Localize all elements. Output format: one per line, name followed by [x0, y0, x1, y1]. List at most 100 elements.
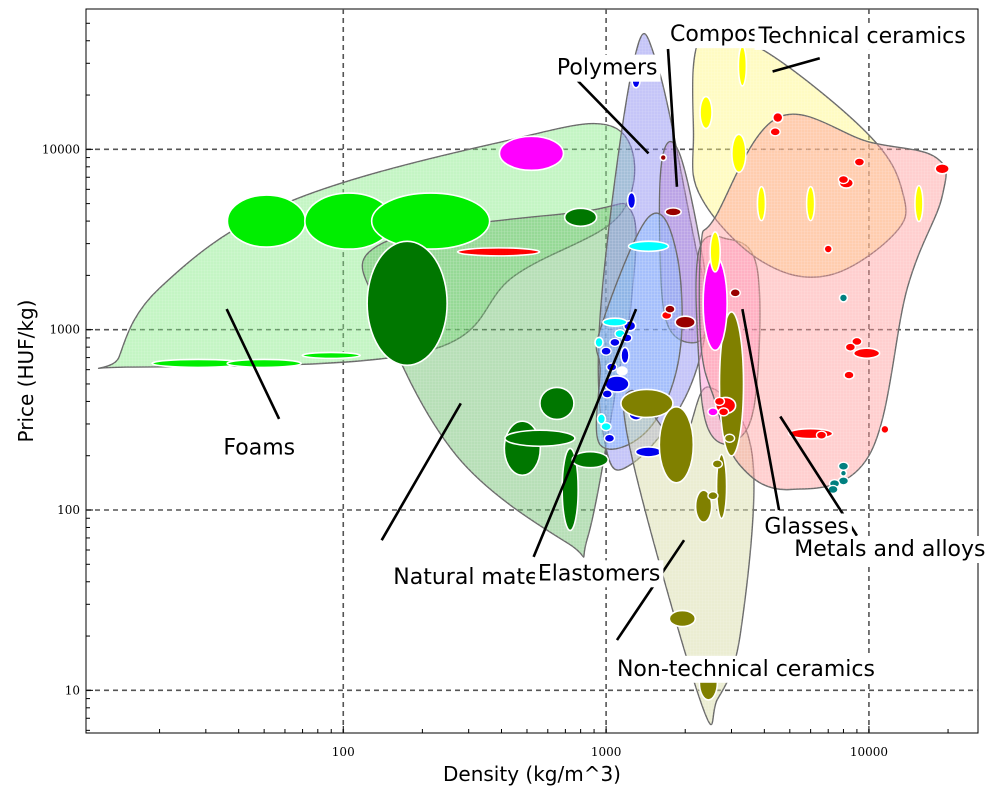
data-point-21: [634, 446, 663, 458]
data-point-35: [668, 609, 697, 628]
data-point-52: [880, 424, 890, 435]
family-label-bg-elastomers: [534, 560, 664, 588]
data-point-14: [571, 450, 610, 469]
data-point-0: [226, 194, 307, 248]
data-point-30: [620, 388, 674, 419]
leader-line-glasses: [741, 308, 781, 511]
data-point-26: [627, 240, 670, 253]
leader-line-composites: [666, 48, 679, 187]
data-point-3: [498, 135, 565, 172]
data-point-33: [715, 453, 728, 520]
x-tick-label-0: 100: [332, 745, 355, 759]
data-point-2: [370, 192, 491, 250]
data-point-23: [664, 207, 682, 217]
data-point-24: [674, 315, 697, 330]
family-label-bg-technical-ceramics: [754, 22, 969, 50]
family-label-glasses: Glasses: [764, 514, 849, 539]
y-tick-label-0: 10: [65, 683, 80, 697]
data-point-8: [366, 240, 448, 367]
data-point-5: [226, 358, 302, 369]
data-point-55: [839, 469, 848, 477]
data-point-7: [456, 247, 541, 257]
data-point-34: [694, 489, 713, 523]
leader-line-non-technical-ceramics: [615, 539, 686, 641]
family-label-bg-metals-and-alloys: [791, 536, 988, 564]
y-tick-label-3: 10000: [42, 142, 80, 156]
data-point-extra-15: [844, 342, 857, 352]
data-point-50: [843, 370, 855, 380]
data-point-extra-0: [609, 337, 621, 348]
data-point-extra-3: [600, 346, 612, 356]
tick-labels: 100 1000 10000 10 100 1000 10000: [42, 142, 888, 759]
family-label-technical-ceramics: Technical ceramics: [757, 24, 965, 49]
data-point-extra-11: [717, 407, 730, 417]
family-label-bg-glasses: [761, 513, 852, 541]
data-point-extra-13: [707, 407, 719, 417]
x-tick-label-1: 1000: [591, 745, 622, 759]
data-point-42: [805, 185, 816, 222]
data-point-49: [852, 347, 881, 360]
data-point-extra-27: [707, 491, 719, 501]
data-point-54: [838, 293, 849, 303]
data-point-6: [301, 351, 362, 360]
data-point-extra-16: [853, 157, 866, 167]
leader-line-foams: [225, 308, 281, 420]
family-label-foams: Foams: [223, 435, 295, 460]
data-point-40: [731, 133, 747, 174]
data-point-32: [718, 311, 745, 457]
leader-line-technical-ceramics: [772, 56, 821, 73]
family-label-polymers: Polymers: [557, 56, 658, 81]
data-point-extra-19: [815, 430, 828, 440]
data-point-extra-24: [729, 288, 741, 298]
data-point-extra-8: [603, 433, 616, 443]
data-point-extra-25: [723, 433, 736, 443]
data-point-43: [914, 184, 924, 223]
leader-line-elastomers: [532, 308, 638, 558]
data-point-27: [602, 317, 628, 328]
data-point-38: [737, 45, 748, 87]
data-point-extra-10: [664, 304, 676, 314]
family-label-bg-foams: [220, 434, 299, 462]
x-axis-title: Density (kg/m^3): [443, 762, 621, 786]
minor-tick-layer: [86, 8, 949, 733]
y-axis-title: Price (HUF/kg): [14, 300, 38, 443]
x-tick-label-2: 10000: [850, 745, 888, 759]
data-point-28: [594, 336, 604, 349]
data-point-extra-7: [600, 421, 612, 432]
data-point-extra-14: [851, 336, 863, 347]
data-point-44: [709, 231, 721, 273]
y-tick-label-2: 1000: [49, 323, 80, 337]
data-point-extra-22: [837, 461, 850, 471]
data-point-extra-17: [769, 127, 781, 137]
family-label-non-technical-ceramics: Non-technical ceramics: [617, 657, 875, 682]
data-point-48: [823, 244, 834, 254]
family-label-bg-non-technical-ceramics: [613, 655, 878, 683]
data-point-9: [563, 207, 598, 228]
data-point-extra-6: [601, 389, 613, 399]
data-points: [151, 45, 950, 701]
data-point-22: [659, 153, 668, 162]
data-point-10: [539, 386, 575, 421]
data-point-31: [658, 405, 695, 484]
data-point-45: [771, 111, 784, 124]
leader-line-polymers: [576, 79, 650, 155]
data-point-11: [503, 420, 542, 477]
data-point-extra-12: [713, 396, 726, 407]
data-point-extra-5: [616, 366, 628, 376]
data-point-extra-18: [837, 174, 850, 185]
data-point-47: [934, 162, 950, 175]
data-point-12: [504, 429, 576, 448]
family-label-elastomers: Elastomers: [538, 561, 661, 586]
leader-line-natural-materials: [380, 402, 462, 541]
family-label-metals-and-alloys: Metals and alloys: [794, 537, 985, 562]
data-point-extra-26: [711, 459, 724, 469]
data-point-18: [620, 346, 630, 365]
y-tick-label-1: 100: [57, 503, 80, 517]
family-label-bg-polymers: [553, 54, 661, 82]
data-point-16: [626, 191, 637, 210]
data-point-41: [756, 185, 767, 222]
data-point-39: [699, 95, 713, 130]
